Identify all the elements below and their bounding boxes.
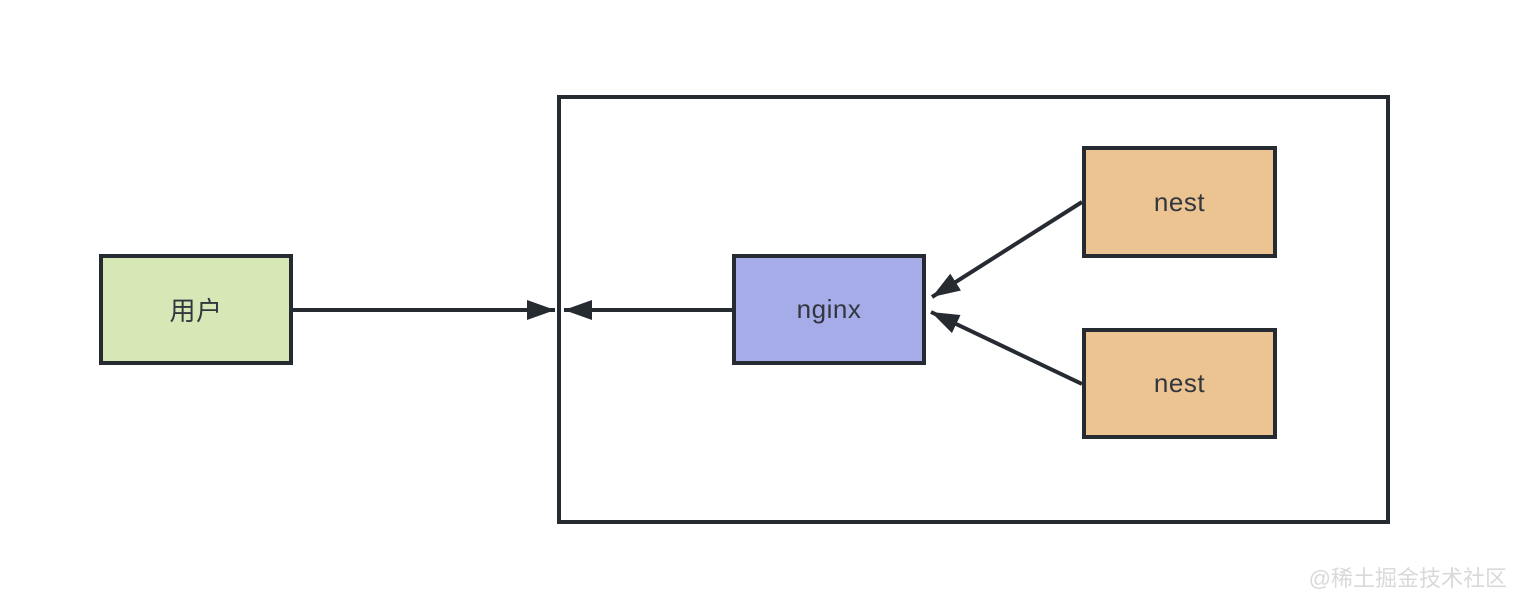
- node-user-label: 用户: [169, 296, 223, 326]
- node-nest-top: nest: [1082, 146, 1277, 258]
- node-nginx-label: nginx: [796, 294, 862, 324]
- node-nest-bottom: nest: [1082, 328, 1277, 439]
- watermark: @稀土掘金技术社区: [1308, 566, 1507, 591]
- node-nginx: nginx: [732, 254, 926, 365]
- cluster-boundary-box: [557, 95, 1390, 524]
- node-nest-top-label: nest: [1153, 186, 1206, 217]
- node-user: 用户: [99, 254, 293, 365]
- node-nest-bottom-label: nest: [1153, 368, 1206, 398]
